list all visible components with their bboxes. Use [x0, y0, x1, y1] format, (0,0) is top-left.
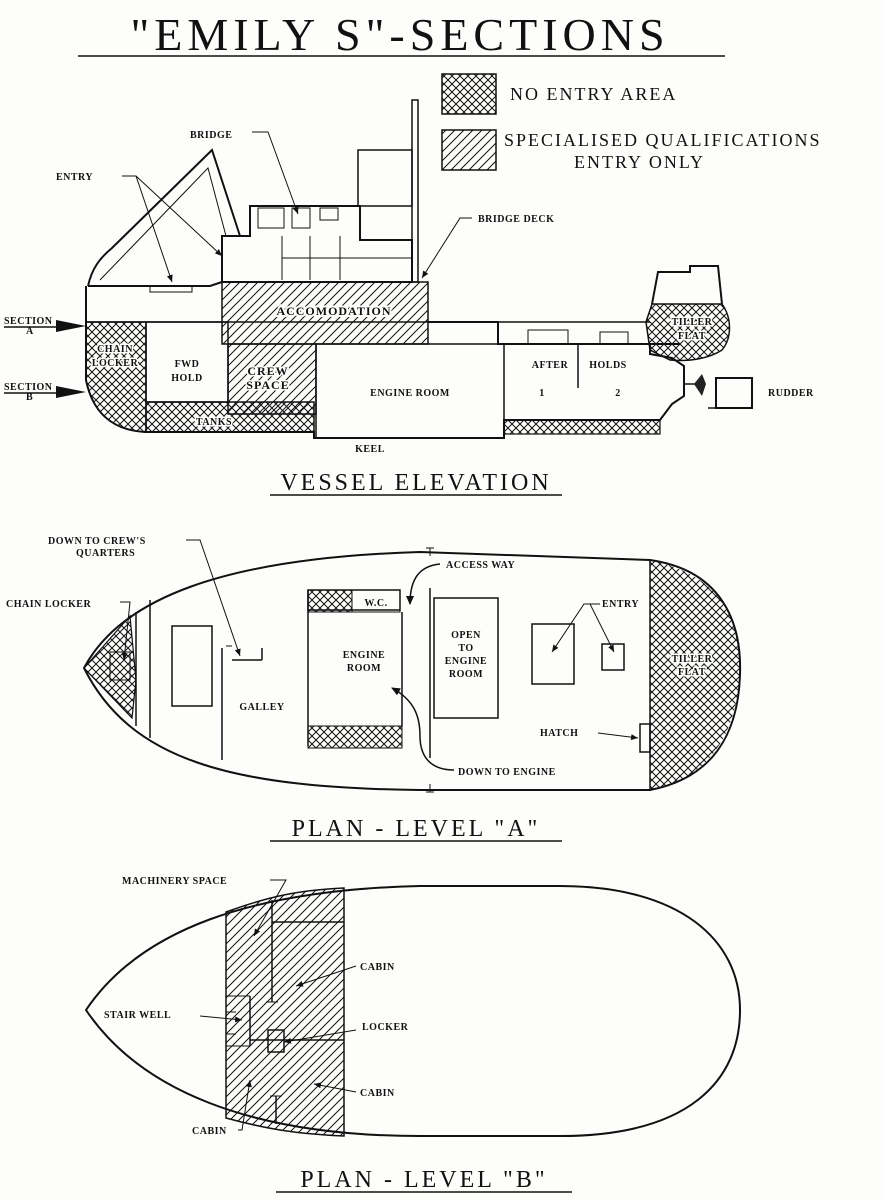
tanks-zone — [145, 401, 315, 433]
bow-frame — [87, 148, 241, 287]
entry-label: ENTRY — [56, 172, 93, 183]
hull-outline-b — [84, 885, 742, 1137]
down-to-crews-label-2: QUARTERS — [76, 548, 135, 559]
entry-a-label: ENTRY — [602, 599, 639, 610]
section-a-letter: A — [26, 326, 34, 337]
propeller-icon — [694, 374, 706, 396]
engine-room-a-label-2: ROOM — [347, 663, 381, 674]
legend-specialised-label-2: ENTRY ONLY — [574, 152, 705, 172]
tiller-flat-label-2: FLAT — [678, 331, 706, 342]
section-a-label: SECTION — [4, 316, 53, 327]
tanks-label: TANKS — [196, 417, 232, 428]
cabin-mid-label: CABIN — [360, 1088, 395, 1099]
open-label-2: TO — [458, 643, 473, 654]
hatch-a — [639, 723, 651, 753]
open-label-4: ROOM — [449, 669, 483, 680]
tiller-flat-a-label-2: FLAT — [678, 667, 706, 678]
legend-specialised-label-1: SPECIALISED QUALIFICATIONS — [504, 130, 822, 150]
engine-room-a-label-1: ENGINE — [343, 650, 385, 661]
wheelhouse — [221, 205, 413, 283]
crew-space-label-2: SPACE — [246, 378, 289, 392]
rudder-shape — [715, 377, 753, 409]
hold-2-label: 2 — [615, 388, 621, 399]
bridge-label: BRIDGE — [190, 130, 232, 141]
machinery-space-label: MACHINERY SPACE — [122, 876, 227, 887]
stair-well-label: STAIR WELL — [104, 1010, 171, 1021]
open-to-engine-room-zone — [433, 597, 499, 719]
section-a-arrow — [56, 320, 86, 332]
down-to-crews-label-1: DOWN TO CREW'S — [48, 536, 146, 547]
chain-locker-a-label: CHAIN LOCKER — [6, 599, 91, 610]
tiller-flat-label-1: TILLER — [672, 317, 713, 328]
aft-bottom-tank — [503, 419, 661, 435]
machinery-cabin-zone — [225, 887, 345, 1137]
chain-locker-label-1: CHAIN — [97, 344, 133, 355]
after-holds-label-2: HOLDS — [589, 360, 627, 371]
vessel-elevation-heading: VESSEL ELEVATION — [280, 470, 551, 496]
legend-no-entry-label: NO ENTRY AREA — [510, 84, 677, 104]
tiller-flat-zone — [645, 303, 731, 362]
section-b-letter: B — [26, 392, 33, 403]
galley-label: GALLEY — [239, 702, 285, 713]
bridge-deck-label: BRIDGE DECK — [478, 214, 554, 225]
rudder-label: RUDDER — [768, 388, 814, 399]
hold-1-label: 1 — [539, 388, 545, 399]
legend-no-entry-swatch — [441, 73, 497, 115]
aft-hatch-a-1 — [531, 623, 575, 685]
fwd-hatch-a — [171, 625, 213, 707]
wc-label: W.C. — [364, 598, 387, 609]
section-b-arrow — [56, 386, 86, 398]
chain-locker-zone — [85, 321, 147, 433]
vessel-elevation: ACCOMODATION TILLER FLAT CHAIN LOCKER FW… — [4, 99, 814, 455]
open-label-1: OPEN — [451, 630, 481, 641]
cabin-bottom-label: CABIN — [192, 1126, 227, 1137]
fwd-hold-label-2: HOLD — [171, 373, 202, 384]
fwd-hold-label-1: FWD — [175, 359, 200, 370]
chain-locker-label-2: LOCKER — [92, 358, 139, 369]
plan-a-heading: PLAN - LEVEL "A" — [292, 816, 541, 842]
open-label-3: ENGINE — [445, 656, 487, 667]
keel-label: KEEL — [355, 444, 385, 455]
plan-level-b: MACHINERY SPACE CABIN STAIR WELL LOCKER … — [84, 876, 742, 1137]
tiller-flat-a-label-1: TILLER — [672, 654, 713, 665]
locker-label: LOCKER — [362, 1022, 409, 1033]
engine-room-zone — [315, 343, 505, 439]
accomodation-zone — [221, 281, 429, 345]
crew-space-label-1: CREW — [247, 364, 288, 378]
aft-hatch-a-2 — [601, 643, 625, 671]
access-way-label: ACCESS WAY — [446, 560, 515, 571]
accomodation-label: ACCOMODATION — [276, 304, 391, 318]
funnel — [357, 149, 413, 207]
cabin-top-label: CABIN — [360, 962, 395, 973]
after-holds-label-1: AFTER — [532, 360, 569, 371]
legend-specialised-swatch — [441, 129, 497, 171]
down-to-engine-label: DOWN TO ENGINE — [458, 767, 556, 778]
engine-room-label: ENGINE ROOM — [370, 388, 450, 399]
engine-room-a-tanks — [307, 725, 403, 749]
plan-level-a: TILLER FLAT GALLEY W.C. ENGINE ROOM OPEN… — [6, 536, 742, 793]
hatch-label: HATCH — [540, 728, 578, 739]
section-b-label: SECTION — [4, 382, 53, 393]
page-title: "EMILY S"-SECTIONS — [130, 9, 669, 60]
plan-b-heading: PLAN - LEVEL "B" — [300, 1167, 547, 1193]
hull-outline-a — [82, 550, 742, 791]
